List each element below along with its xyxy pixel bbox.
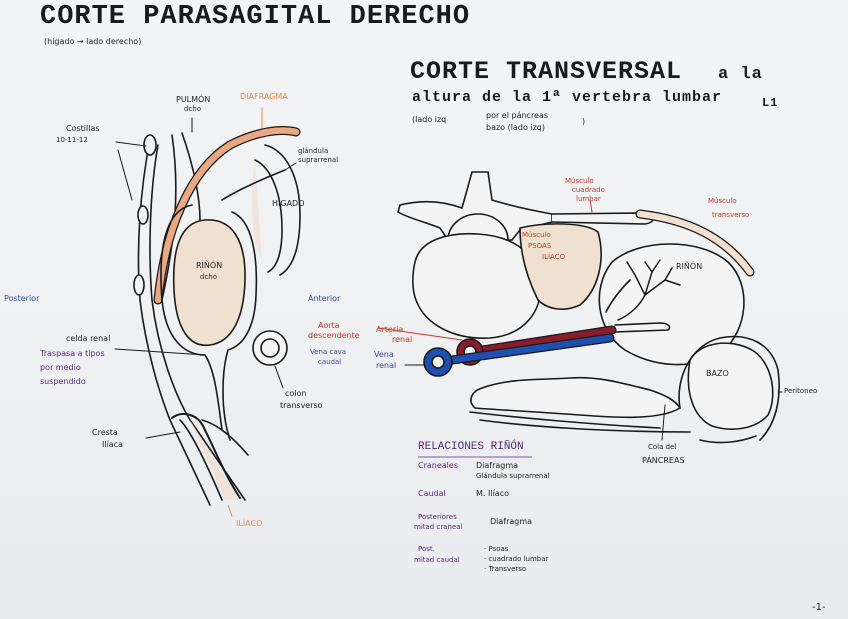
relations-key-3b: mitad caudal: [414, 557, 460, 564]
relations-key-1: Caudal: [418, 490, 446, 498]
label-colon-2: transverso: [280, 402, 323, 410]
relations-key-2: Posteriores: [418, 514, 457, 521]
colon-transverse: [253, 331, 287, 365]
transverse-title-suffix: a la: [718, 66, 763, 83]
page-number: -1-: [812, 603, 826, 613]
label-pulmon-2: dcho: [184, 106, 201, 113]
celda-note-3: suspendido: [40, 378, 86, 386]
rib-11: [138, 206, 148, 224]
relations-val-1: M. Ilíaco: [476, 490, 509, 498]
label-diafragma: DIAFRAGMA: [240, 93, 288, 101]
relations-val-3: · Psoas: [484, 546, 508, 553]
pointer-iliaco: [228, 505, 232, 516]
label-cola: Cola del: [648, 444, 676, 451]
label-rinon-2: dcho: [200, 274, 217, 281]
spleen: [688, 343, 772, 429]
label-arteria: Arteria: [376, 326, 403, 334]
label-aorta: Aorta: [318, 322, 340, 330]
relations-val-2: Diafragma: [490, 518, 532, 526]
transverse-subtitle: altura de la 1ª vertebra lumbar: [412, 90, 722, 105]
label-rinon: RIÑÓN: [196, 262, 222, 270]
liver-outline: [265, 145, 300, 275]
label-vena-renal-2: renal: [376, 362, 396, 370]
pointer-cresta: [146, 432, 180, 438]
label-peritoneo: Peritoneo: [784, 388, 817, 395]
label-vena-renal: Vena: [374, 351, 394, 359]
relations-val-0b: Glándula suprarrenal: [476, 473, 550, 480]
label-psoas: Músculo: [522, 232, 551, 239]
transverse-title: CORTE TRANSVERSAL: [410, 59, 682, 84]
label-arteria-2: renal: [392, 336, 412, 344]
sagittal-section: [115, 108, 300, 516]
pancreas-tail: [471, 378, 680, 418]
label-cresta: Cresta: [92, 429, 118, 437]
label-glandula-2: suprarrenal: [298, 157, 338, 164]
label-costillas-2: 10-11-12: [56, 137, 88, 144]
transverse-note-2: por el páncreas: [486, 112, 548, 120]
pointer-colon: [275, 366, 283, 388]
label-rinon-transverse: RIÑÓN: [676, 263, 702, 271]
label-vena-cava-2: caudal: [318, 359, 341, 366]
rib-10: [144, 135, 156, 155]
label-higado: HÍGADO: [272, 200, 305, 208]
label-glandula: glándula: [298, 148, 328, 155]
label-celda-renal: celda renal: [66, 335, 110, 343]
label-iliaco: ILÍACO: [236, 520, 262, 528]
label-vena-cava: Vena cava: [310, 349, 346, 356]
label-pulmon: PULMÓN: [176, 96, 210, 104]
label-cresta-2: Ilíaca: [102, 441, 123, 449]
label-psoas-2: PSOAS: [528, 243, 551, 250]
label-cuadrado-3: lumbar: [576, 196, 601, 203]
label-anterior: Anterior: [308, 295, 340, 303]
label-posterior: Posterior: [4, 295, 39, 303]
label-transverso: Músculo: [708, 198, 737, 205]
celda-note-2: por medio: [40, 364, 81, 372]
label-costillas: Costillas: [66, 125, 100, 133]
transverse-note-4: ): [582, 118, 585, 126]
transverse-note-1: (lado izq: [412, 116, 446, 124]
relations-key-0: Craneales: [418, 462, 458, 470]
label-transverso-2: transverso: [712, 212, 749, 219]
label-cola-2: PÁNCREAS: [642, 457, 685, 465]
rib-12: [134, 275, 144, 295]
relations-val-0: Diafragma: [476, 462, 518, 470]
label-psoas-3: ILÍACO: [542, 254, 565, 261]
sagittal-title: CORTE PARASAGITAL DERECHO: [40, 4, 470, 31]
celda-note-1: Traspasa a tipos: [40, 350, 105, 358]
relations-key-3: Post.: [418, 546, 435, 553]
relations-title: RELACIONES RIÑÓN: [418, 442, 524, 453]
sagittal-subtitle: (hígado → lado derecho): [44, 38, 141, 46]
label-colon: colon: [285, 390, 306, 398]
relations-val-3c: · Transverso: [484, 566, 526, 573]
transverse-note-3: bazo (lado izq): [486, 124, 545, 132]
label-bazo: BAZO: [706, 370, 729, 378]
label-cuadrado: Músculo: [565, 178, 594, 185]
vertebra-level: L1: [762, 97, 778, 109]
relations-key-2b: mitad craneal: [414, 524, 462, 531]
label-cuadrado-2: cuadrado: [572, 187, 605, 194]
relations-val-3b: · cuadrado lumbar: [484, 556, 548, 563]
label-aorta-2: descendente: [308, 332, 360, 340]
kidney-sagittal: [174, 220, 245, 345]
